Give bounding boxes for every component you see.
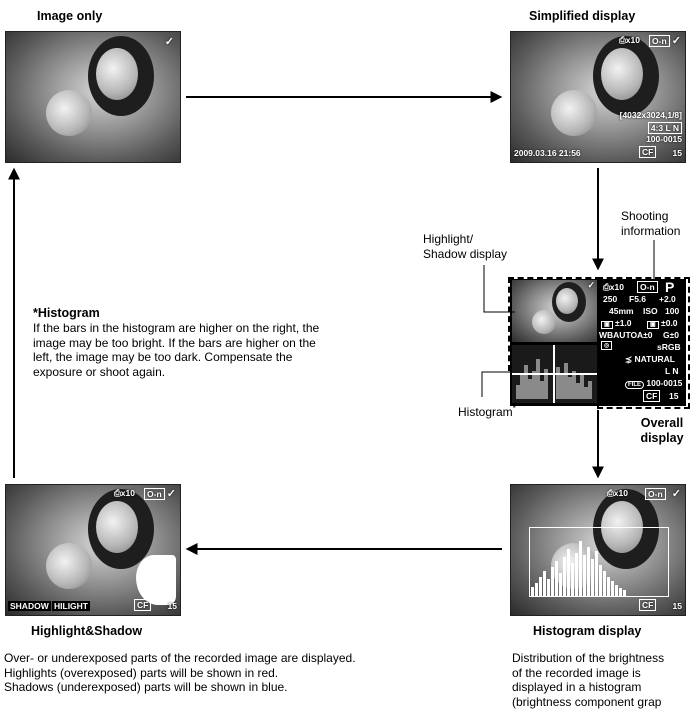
white-balance: WBAUTO	[599, 330, 638, 340]
shooting-info-panel: ⎙x10 O-n P 250 F5.6 +2.0 45mm ISO 100 ▣ …	[599, 279, 686, 406]
frame-number-text: 15	[672, 601, 682, 611]
overall-histogram	[512, 345, 597, 403]
protect-icon: O-n	[649, 35, 670, 47]
note-body: If the bars in the histogram are higher …	[33, 321, 320, 379]
wb-a: A±0	[637, 330, 653, 340]
aspect-quality-text: 4:3 L N	[647, 122, 682, 134]
color-space: sRGB	[657, 342, 681, 352]
exposure-comp: +2.0	[659, 294, 676, 304]
highlight-shadow-photo: ⎙x10 O-n ✓ SHADOW HILIGHT CF 15	[5, 484, 181, 616]
file-number-text: 100-0015	[646, 134, 682, 144]
frame-number-text: 15	[167, 601, 177, 611]
note-heading: *Histogram	[33, 306, 100, 320]
file-number-text: FILE 100-0015	[625, 378, 682, 389]
af-comp-icon: ▣ ±0.0	[647, 318, 678, 329]
focal-length: 45mm	[609, 306, 634, 316]
flash-comp-icon: ▣ ±1.0	[601, 318, 632, 329]
metering-icon: ◎	[601, 341, 613, 350]
check-icon: ✓	[164, 36, 174, 48]
datetime-text: 2009.03.16 21:56	[514, 148, 581, 158]
aperture: F5.6	[629, 294, 647, 304]
card-icon: CF	[134, 599, 152, 611]
check-icon: ✓	[587, 280, 595, 290]
iso-label: ISO	[643, 306, 658, 316]
shutter-speed: 250	[603, 294, 618, 304]
title-simplified-display: Simplified display	[529, 9, 636, 23]
image-only-photo: ✓	[5, 31, 181, 163]
leader-histogram	[481, 371, 512, 397]
protect-icon: O-n	[144, 488, 165, 500]
shooting-mode: P	[665, 279, 675, 295]
print-reserve-indicator: ⎙x10	[607, 488, 628, 498]
iso-value: 100	[665, 306, 680, 316]
picture-mode: ⋨ NATURAL	[625, 354, 675, 364]
callout-highlight-shadow: Highlight/ Shadow display	[423, 232, 508, 261]
card-icon: CF	[639, 599, 657, 611]
caption-histogram: Distribution of the brightness of the re…	[512, 651, 665, 709]
title-image-only: Image only	[37, 9, 103, 23]
check-icon: ✓	[671, 488, 681, 500]
wb-g: G±0	[663, 330, 680, 340]
protect-icon: O-n	[645, 488, 666, 500]
check-icon: ✓	[166, 488, 176, 500]
simplified-display-photo: ⎙x10 O-n ✓ [4032x3024,1/8] 4:3 L N 100-0…	[510, 31, 686, 163]
resolution-text: [4032x3024,1/8]	[619, 110, 682, 120]
print-reserve-indicator: ⎙x10	[114, 488, 135, 498]
print-reserve-indicator: ⎙x10	[619, 35, 640, 45]
title-highlight-shadow: Highlight&Shadow	[31, 624, 143, 638]
frame-number-text: 15	[672, 148, 682, 158]
card-icon: CF	[643, 390, 661, 402]
overall-thumbnail: ✓	[512, 280, 597, 342]
title-histogram-display: Histogram display	[533, 624, 642, 638]
title-overall-display: Overall display	[640, 416, 684, 445]
print-reserve-indicator: ⎙x10	[603, 282, 624, 292]
hilight-label: HILIGHT	[52, 601, 90, 611]
card-icon: CF	[639, 146, 657, 158]
caption-highlight-shadow: Over- or underexposed parts of the recor…	[4, 651, 356, 694]
callout-shooting-info: Shooting information	[621, 209, 681, 238]
leader-hs-display	[483, 265, 515, 313]
record-quality: L N	[665, 366, 679, 376]
check-icon: ✓	[671, 35, 681, 47]
callout-histogram: Histogram*	[458, 404, 516, 419]
histogram-graph	[529, 527, 669, 597]
protect-icon: O-n	[637, 281, 658, 293]
shadow-label: SHADOW	[8, 601, 51, 611]
frame-number-text: 15	[669, 391, 679, 401]
histogram-display-photo: ⎙x10 O-n ✓ CF 15	[510, 484, 686, 616]
overall-display-screen: ✓ ⎙x10 O-n P 250 F5.6 +2.0 45mm ISO 100 …	[510, 279, 686, 406]
